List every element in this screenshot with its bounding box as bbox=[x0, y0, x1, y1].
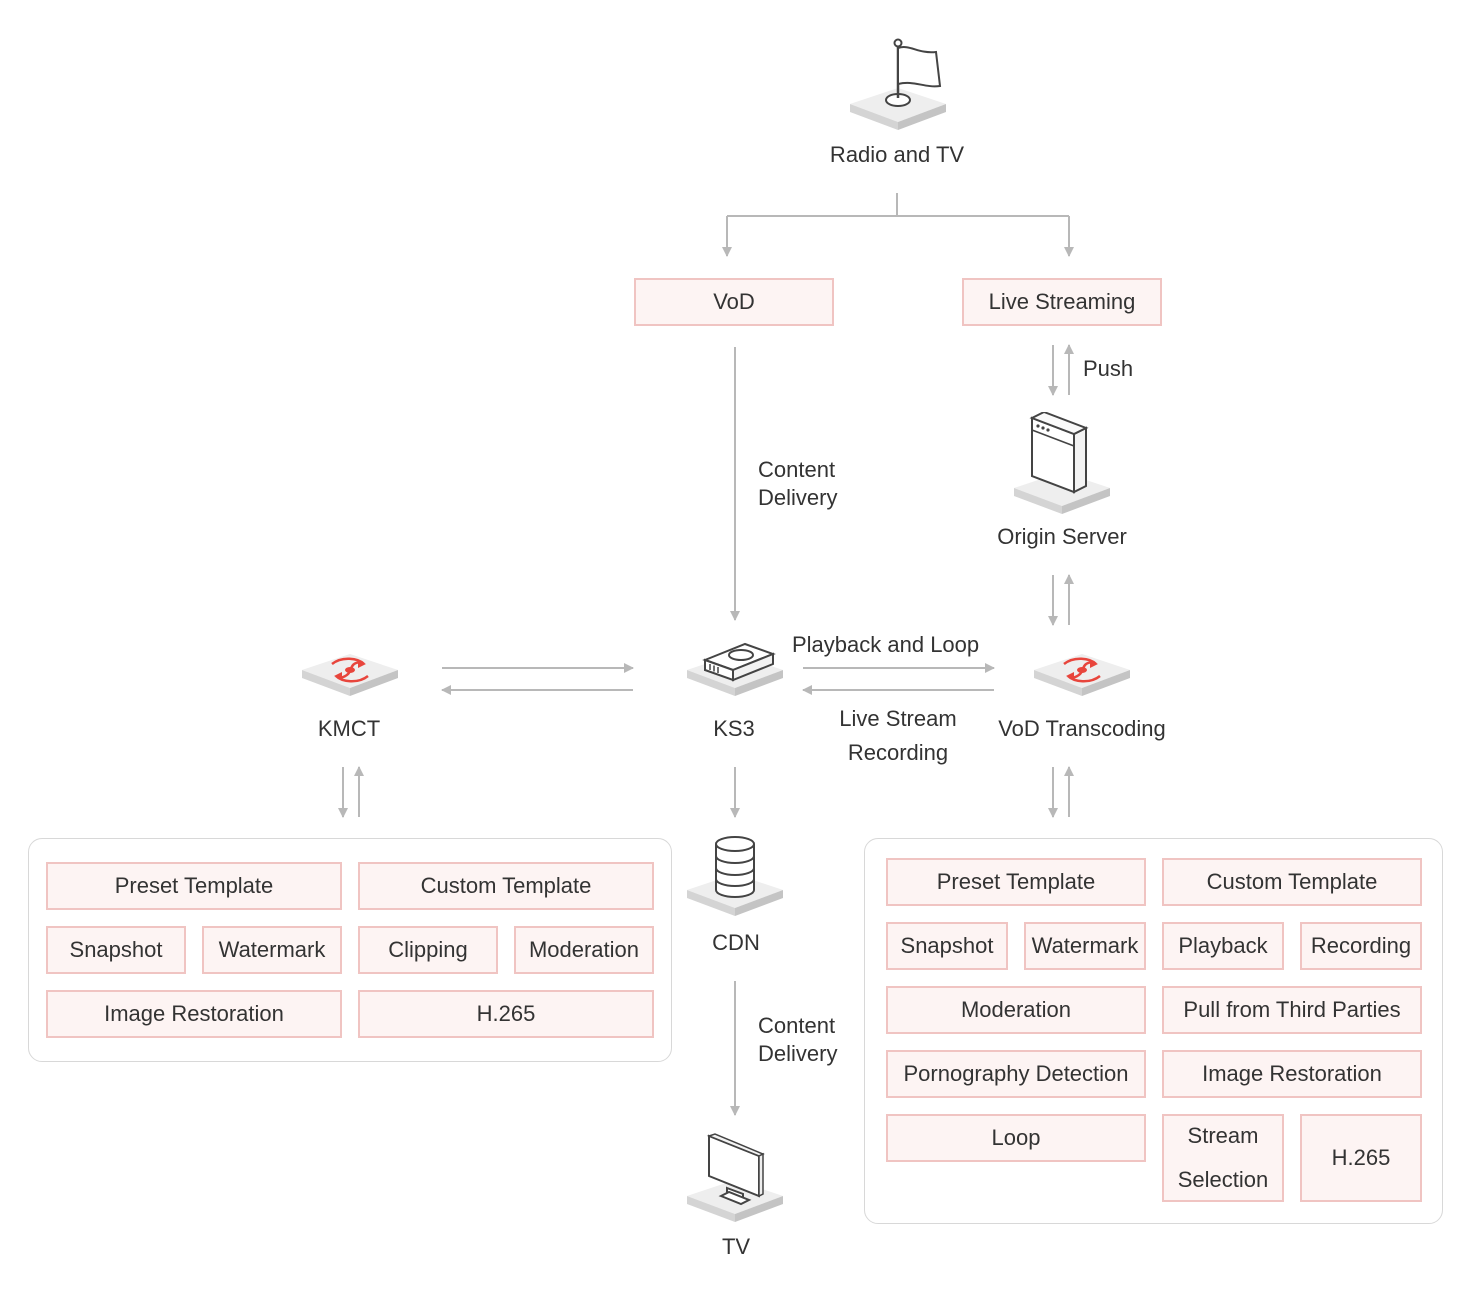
tc-moderation: Moderation bbox=[886, 986, 1146, 1034]
kmct-snapshot: Snapshot bbox=[46, 926, 186, 974]
tc-watermark: Watermark bbox=[1024, 922, 1146, 970]
vod-transcode-icon bbox=[1034, 654, 1130, 696]
kmct-preset-template: Preset Template bbox=[46, 862, 342, 910]
tc-pull-third-parties: Pull from Third Parties bbox=[1162, 986, 1422, 1034]
tv-label: TV bbox=[721, 1234, 751, 1259]
kmct-h265: H.265 bbox=[358, 990, 654, 1038]
radio-tv-label: Radio and TV bbox=[829, 142, 965, 167]
kmct-transcode-icon bbox=[302, 654, 398, 696]
vod-box: VoD bbox=[634, 278, 834, 326]
tc-loop: Loop bbox=[886, 1114, 1146, 1162]
kmct-image-restoration: Image Restoration bbox=[46, 990, 342, 1038]
ks3-label: KS3 bbox=[713, 716, 755, 741]
monitor-icon bbox=[687, 1133, 783, 1222]
tc-recording: Recording bbox=[1300, 922, 1422, 970]
kmct-label: KMCT bbox=[317, 716, 381, 741]
tc-image-restoration: Image Restoration bbox=[1162, 1050, 1422, 1098]
flag-icon bbox=[850, 38, 946, 130]
tc-playback: Playback bbox=[1162, 922, 1284, 970]
kmct-clipping: Clipping bbox=[358, 926, 498, 974]
storage-disk-icon bbox=[687, 642, 783, 696]
kmct-custom-template: Custom Template bbox=[358, 862, 654, 910]
tc-custom-template: Custom Template bbox=[1162, 858, 1422, 906]
live-streaming-box: Live Streaming bbox=[962, 278, 1162, 326]
vod-transcoding-label: VoD Transcoding bbox=[998, 716, 1166, 741]
push-label: Push bbox=[1083, 356, 1134, 381]
tc-snapshot: Snapshot bbox=[886, 922, 1008, 970]
playback-loop-label: Playback and Loop bbox=[792, 632, 980, 657]
server-icon bbox=[1014, 412, 1110, 514]
tc-h265: H.265 bbox=[1300, 1114, 1422, 1202]
split-line bbox=[727, 193, 1069, 217]
tc-preset-template: Preset Template bbox=[886, 858, 1146, 906]
tc-porn-detection: Pornography Detection bbox=[886, 1050, 1146, 1098]
database-icon bbox=[687, 836, 783, 916]
content-delivery-label-bottom: Content Delivery bbox=[758, 1013, 838, 1066]
kmct-moderation: Moderation bbox=[514, 926, 654, 974]
origin-server-label: Origin Server bbox=[997, 524, 1127, 549]
live-stream-recording-label: Live Stream Recording bbox=[839, 706, 957, 765]
content-delivery-label-top: Content Delivery bbox=[758, 457, 838, 510]
cdn-label: CDN bbox=[712, 930, 760, 955]
kmct-watermark: Watermark bbox=[202, 926, 342, 974]
tc-stream-selection: Stream Selection bbox=[1162, 1114, 1284, 1202]
